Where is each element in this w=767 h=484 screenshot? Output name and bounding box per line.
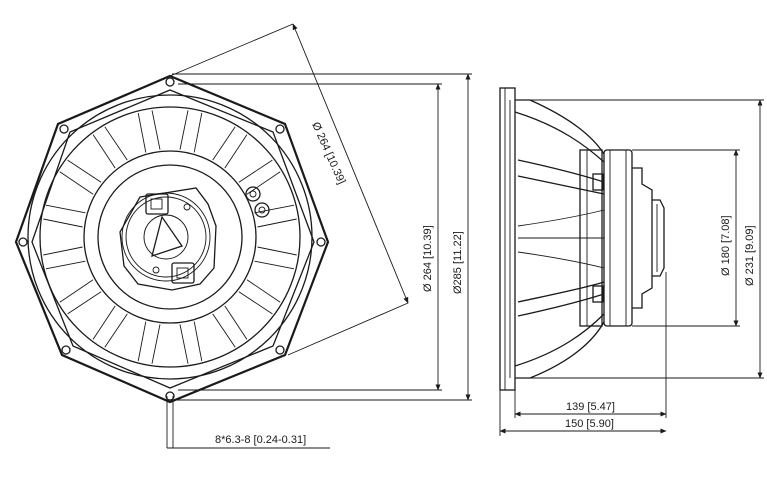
basket-spoke bbox=[45, 260, 86, 270]
basket-spoke bbox=[246, 279, 281, 303]
basket-spoke bbox=[238, 291, 273, 315]
mounting-hole bbox=[316, 237, 326, 247]
plate-hole bbox=[183, 203, 191, 211]
spacer bbox=[592, 285, 604, 303]
basket-spoke bbox=[179, 324, 189, 364]
basket-spoke bbox=[137, 112, 147, 153]
basket-spoke bbox=[257, 246, 297, 256]
basket-ring bbox=[83, 150, 257, 324]
mounting-hole bbox=[61, 345, 71, 355]
basket-spoke bbox=[104, 126, 128, 161]
magnet-ring bbox=[97, 164, 243, 310]
dim-264-vertical-label: Ø 264 [10.39] bbox=[422, 225, 434, 292]
back-plate bbox=[632, 167, 653, 309]
side-terminal-inner bbox=[249, 190, 257, 198]
side-dimensions: Ø 180 [7.08] Ø 231 [9.09] 139 [5.47] 150… bbox=[499, 99, 764, 436]
side-rib-lower bbox=[517, 281, 605, 317]
side-rib-upper bbox=[517, 159, 605, 195]
dim-holes-label: 8*6.3-8 [0.24-0.31] bbox=[215, 434, 306, 446]
terminal-positive bbox=[145, 193, 169, 215]
side-terminal bbox=[245, 186, 261, 202]
basket-spoke bbox=[179, 110, 189, 150]
dim-180-label: Ø 180 [7.08] bbox=[720, 215, 732, 276]
basket-spoke bbox=[92, 305, 116, 340]
basket-spoke bbox=[254, 204, 295, 214]
basket-spoke bbox=[224, 134, 248, 169]
basket-spoke bbox=[238, 159, 273, 183]
mounting-hole bbox=[275, 345, 285, 355]
basket-spoke bbox=[137, 321, 147, 362]
side-terminal-inner bbox=[258, 206, 266, 214]
mounting-hole bbox=[165, 77, 175, 87]
rear-plate-ring-outer bbox=[121, 192, 211, 282]
basket-spoke bbox=[246, 171, 281, 195]
terminal-positive-screw bbox=[150, 198, 163, 210]
basket-spoke bbox=[67, 159, 102, 183]
basket-spoke bbox=[151, 324, 161, 364]
mounting-holes bbox=[18, 77, 326, 401]
side-terminal bbox=[254, 202, 270, 218]
basket-inner-profile bbox=[514, 111, 605, 367]
side-rib-mid bbox=[517, 209, 605, 269]
basket-spoke bbox=[212, 126, 236, 161]
dim-150-label: 150 [5.90] bbox=[565, 418, 614, 430]
mounting-hole bbox=[18, 237, 28, 247]
basket-spoke bbox=[212, 313, 236, 348]
terminal-negative bbox=[171, 262, 195, 284]
side-view bbox=[499, 87, 665, 391]
basket-spoke bbox=[59, 279, 94, 303]
front-view bbox=[14, 74, 330, 404]
diag-dim-ext bbox=[169, 23, 294, 77]
basket-spoke bbox=[67, 291, 102, 315]
basket-spoke bbox=[257, 218, 297, 228]
spacer bbox=[592, 173, 604, 191]
dim-264-diagonal-label: Ø 264 [10.39] bbox=[309, 120, 347, 186]
basket-spoke bbox=[45, 204, 86, 214]
mounting-hole bbox=[275, 124, 285, 134]
mounting-hole bbox=[59, 124, 69, 134]
basket-spoke bbox=[92, 134, 116, 169]
basket-spoke bbox=[151, 110, 161, 150]
basket-spoke bbox=[43, 246, 83, 256]
dim-285-label: Ø285 [11.22] bbox=[452, 231, 464, 294]
front-flange bbox=[499, 87, 516, 391]
cone-edge bbox=[39, 106, 301, 368]
motor-front-plate bbox=[579, 149, 603, 327]
outer-rim bbox=[27, 94, 313, 380]
basket-spoke bbox=[193, 321, 203, 362]
basket-spoke bbox=[104, 313, 128, 348]
basket-spoke bbox=[193, 112, 203, 153]
basket-spoke bbox=[254, 260, 295, 270]
diag-dim-ext bbox=[287, 302, 409, 356]
basket-frame-inner bbox=[31, 89, 315, 389]
basket-spokes bbox=[43, 110, 297, 364]
basket-spoke bbox=[224, 305, 248, 340]
diag-dim-line bbox=[292, 23, 409, 304]
center-cap-circle bbox=[143, 214, 189, 260]
magnet bbox=[603, 149, 633, 327]
plate-hole bbox=[152, 266, 160, 274]
terminal-negative-screw bbox=[176, 267, 189, 279]
rear-plate-ring-inner bbox=[125, 196, 207, 278]
rear-plate bbox=[119, 187, 217, 291]
dim-231-label: Ø 231 [9.09] bbox=[744, 225, 756, 286]
dim-139-label: 139 [5.47] bbox=[566, 401, 615, 413]
basket-spoke bbox=[43, 218, 83, 228]
center-logo-triangle bbox=[151, 215, 184, 257]
pole-cap bbox=[652, 199, 665, 277]
basket-spoke bbox=[59, 171, 94, 195]
basket-outer-profile bbox=[515, 99, 605, 379]
mounting-hole bbox=[165, 391, 175, 401]
